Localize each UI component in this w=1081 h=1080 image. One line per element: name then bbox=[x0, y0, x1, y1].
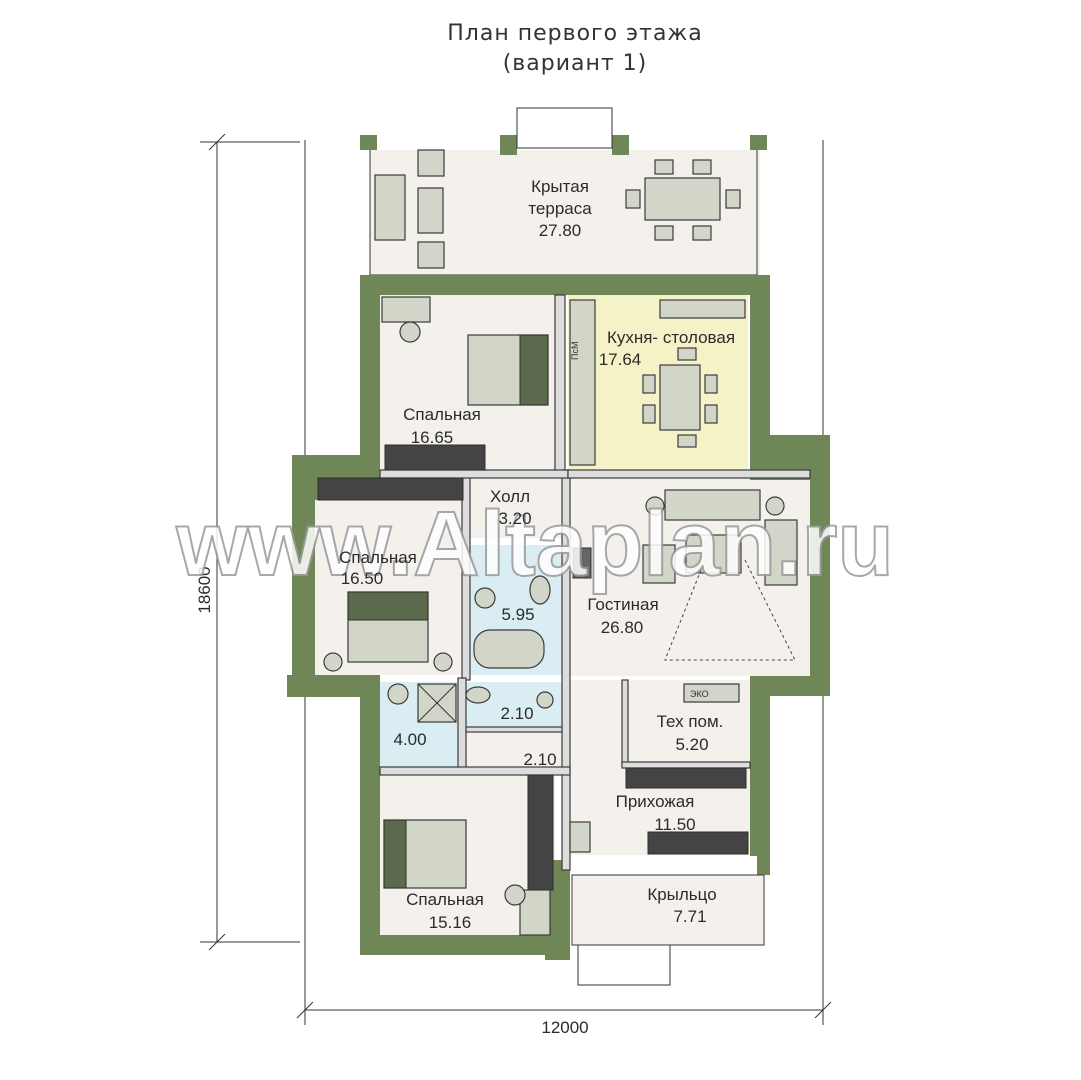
hall-area: 3.20 bbox=[498, 509, 531, 528]
fireplace-icon bbox=[572, 547, 592, 579]
bedroom1-area: 16.65 bbox=[411, 428, 454, 447]
chair-icon bbox=[725, 189, 741, 209]
living-name: Гостиная bbox=[587, 595, 658, 614]
pillow-icon bbox=[347, 591, 429, 621]
bedroom2-name: Спальная bbox=[339, 548, 417, 567]
pillow-icon bbox=[383, 819, 407, 889]
lamp-icon bbox=[765, 496, 785, 516]
plan-title: План первого этажа bbox=[447, 21, 702, 46]
armchair-icon bbox=[764, 519, 798, 586]
pillow-icon bbox=[519, 334, 549, 406]
shower-area: 4.00 bbox=[393, 730, 426, 749]
living-area: 26.80 bbox=[601, 618, 644, 637]
chair-icon bbox=[654, 225, 674, 241]
height-dimension-label: 18600 bbox=[195, 566, 214, 613]
chair-icon bbox=[704, 374, 718, 394]
bathtub-icon bbox=[473, 629, 545, 669]
entrance-area: 11.50 bbox=[654, 815, 695, 834]
toilet-icon bbox=[465, 686, 491, 704]
chair-icon bbox=[677, 347, 697, 361]
sink-icon bbox=[536, 691, 554, 709]
desk-icon bbox=[519, 889, 551, 936]
coffee-table-icon bbox=[417, 187, 444, 234]
wardrobe-icon bbox=[625, 767, 747, 789]
sofa-icon bbox=[664, 489, 761, 521]
armchair-icon bbox=[417, 149, 445, 177]
chair-icon bbox=[642, 374, 656, 394]
terrace-name-line1: Крытая bbox=[531, 177, 589, 196]
chair-icon bbox=[692, 159, 712, 175]
terrace-name-line2: терраса bbox=[528, 199, 592, 218]
hall-floor bbox=[465, 478, 565, 538]
wardrobe-icon bbox=[384, 444, 486, 471]
chair-icon bbox=[704, 404, 718, 424]
furniture: ПсМ ЭКО bbox=[317, 149, 798, 936]
kitchen-table-icon bbox=[659, 364, 701, 431]
porch-name: Крыльцо bbox=[647, 885, 716, 904]
kitchen-area: 17.64 bbox=[599, 350, 642, 369]
vertical-dimension: 18600 bbox=[195, 133, 300, 951]
wardrobe-icon bbox=[527, 774, 554, 891]
armchair-icon bbox=[642, 544, 676, 584]
nightstand-icon bbox=[433, 652, 453, 672]
counter-icon bbox=[569, 299, 596, 466]
wc-area: 2.10 bbox=[500, 704, 533, 723]
sofa-icon bbox=[374, 174, 406, 241]
walls bbox=[287, 107, 830, 986]
bedroom3-area: 15.16 bbox=[429, 913, 472, 932]
sink-icon bbox=[474, 587, 496, 609]
upper-cabinet-icon bbox=[659, 299, 746, 319]
chair-icon bbox=[677, 434, 697, 448]
wardrobe-icon bbox=[647, 831, 749, 855]
lamp-icon bbox=[645, 496, 665, 516]
boiler-label: ЭКО bbox=[690, 689, 709, 699]
porch-area: 7.71 bbox=[673, 907, 706, 926]
plan-subtitle: (вариант 1) bbox=[503, 51, 648, 76]
wardrobe-icon bbox=[317, 477, 464, 501]
chair-icon bbox=[692, 225, 712, 241]
bedroom1-name: Спальная bbox=[403, 405, 481, 424]
bedroom3-name: Спальная bbox=[406, 890, 484, 909]
entrance-name: Прихожая bbox=[616, 792, 695, 811]
chair-icon bbox=[399, 321, 421, 343]
cabinet-icon bbox=[569, 821, 591, 853]
bedroom2-area: 16.50 bbox=[341, 569, 384, 588]
desk-icon bbox=[381, 296, 431, 323]
corridor-floor bbox=[462, 732, 562, 770]
kitchen-name: Кухня- столовая bbox=[607, 328, 735, 347]
chair-icon bbox=[654, 159, 674, 175]
width-dimension-label: 12000 bbox=[541, 1018, 588, 1037]
terrace-area: 27.80 bbox=[539, 221, 582, 240]
toilet-icon bbox=[529, 575, 551, 605]
tech-area: 5.20 bbox=[675, 735, 708, 754]
tv-view-area bbox=[664, 559, 796, 661]
sink-icon bbox=[387, 683, 409, 705]
dishwasher-label: ПсМ bbox=[570, 342, 580, 360]
watermark: www.Altaplan.ru bbox=[175, 493, 893, 595]
kitchen-floor bbox=[568, 295, 748, 470]
chair-icon bbox=[642, 404, 656, 424]
boiler-icon bbox=[683, 683, 740, 703]
corridor-area: 2.10 bbox=[523, 750, 556, 769]
hall-name: Холл bbox=[490, 487, 530, 506]
chair-icon bbox=[625, 189, 641, 209]
dining-table-icon bbox=[644, 177, 721, 221]
armchair-icon bbox=[417, 241, 445, 269]
nightstand-icon bbox=[323, 652, 343, 672]
porch-floor bbox=[573, 875, 763, 945]
room-labels: Крытая терраса 27.80 Кухня- столовая 17.… bbox=[339, 177, 735, 932]
chair-icon bbox=[504, 884, 526, 906]
tech-name: Тех пом. bbox=[657, 712, 724, 731]
coffee-table-icon bbox=[685, 534, 742, 574]
bath1-area: 5.95 bbox=[501, 605, 534, 624]
